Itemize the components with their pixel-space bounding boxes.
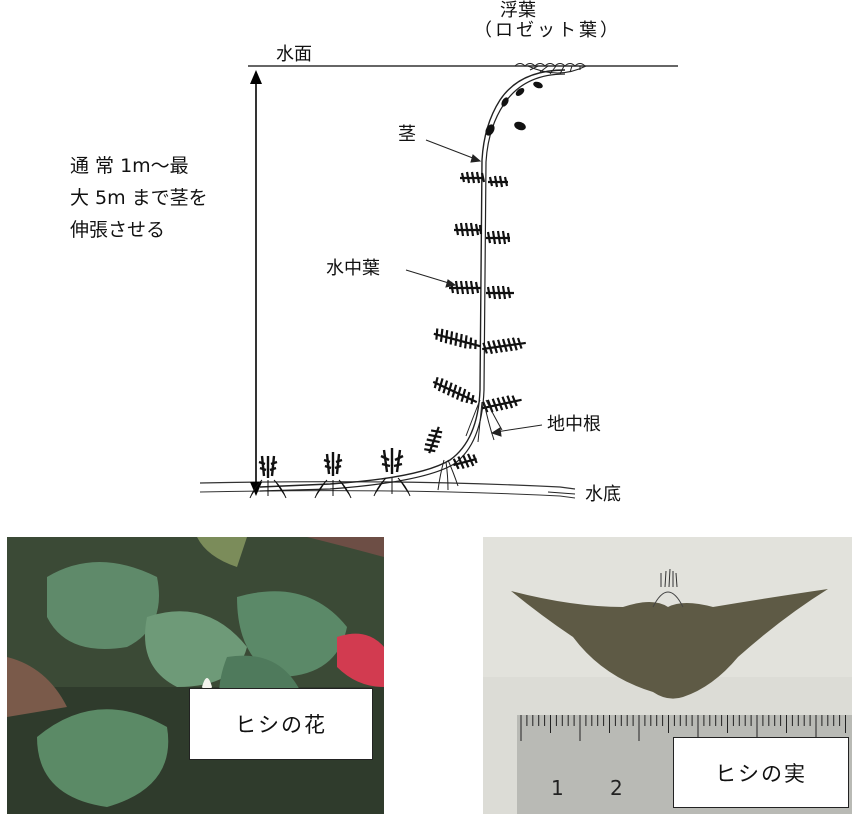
stem-top-leaves <box>485 81 543 136</box>
underground-root-label: 地中根 <box>547 414 601 435</box>
rosette-leaves <box>514 63 587 75</box>
trapa-growth-diagram: 浮葉 （ロゼット葉） 水面 茎 水中葉 地中根 水底 通 常 1m～最 大 5m… <box>70 0 678 505</box>
ruler-number-2: 2 <box>610 776 623 800</box>
description-line: 通 常 1m～最 <box>70 155 189 177</box>
description-line: 大 5m まで茎を <box>70 187 208 209</box>
trapa-fruit-photo: 1 2 ヒシの実 <box>483 537 852 814</box>
fruit-shape <box>511 589 828 699</box>
fruit-caption: ヒシの実 <box>673 737 849 808</box>
flower-photo-image <box>7 537 384 814</box>
description-line: 伸張させる <box>70 219 166 241</box>
submerged-leaf-label: 水中葉 <box>326 258 380 279</box>
ruler-ticks <box>520 715 846 741</box>
main-stem <box>259 69 566 488</box>
young-plants <box>249 448 411 499</box>
trapa-flower-photo: ヒシの花 <box>7 537 384 814</box>
water-surface-label: 水面 <box>276 44 312 65</box>
ruler-number-1: 1 <box>551 776 564 800</box>
growth-description: 通 常 1m～最 大 5m まで茎を 伸張させる <box>70 150 208 246</box>
rosette-leaf-label: （ロゼット葉） <box>474 20 621 41</box>
leader-lines <box>405 139 576 495</box>
water-bottom-label: 水底 <box>585 484 621 505</box>
floating-leaf-label: 浮葉 <box>500 0 536 21</box>
underground-roots <box>437 399 503 491</box>
plant-illustration <box>199 63 678 499</box>
flower-caption: ヒシの花 <box>189 688 373 760</box>
stem-label: 茎 <box>398 124 416 145</box>
